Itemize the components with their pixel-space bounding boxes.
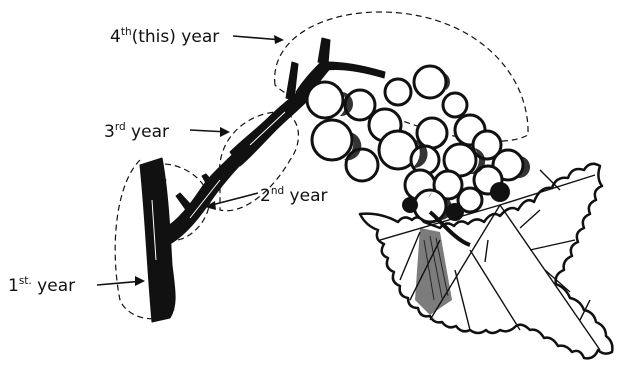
label-3rd-year: 3rd year — [104, 121, 169, 142]
label-arrows — [97, 36, 282, 285]
label-1st-year: 1st. year — [8, 275, 75, 296]
vine-cane — [140, 38, 385, 322]
label-2nd-year: 2nd year — [260, 185, 328, 206]
third-year-cane — [230, 92, 306, 166]
label-4th-year: 4th(this) year — [110, 26, 219, 47]
